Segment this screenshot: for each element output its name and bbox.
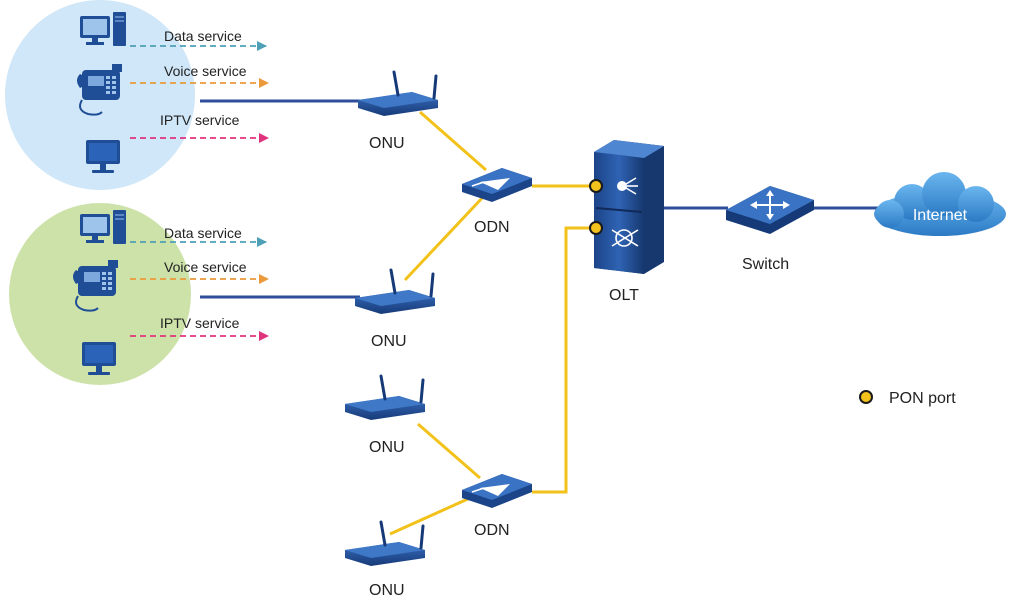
- odn-1-label: ODN: [474, 219, 510, 236]
- fiber-onu4-odn2: [389, 496, 471, 536]
- fiber-onu3-odn2: [417, 422, 481, 480]
- odn-2: ODN: [461, 473, 533, 539]
- iptv-service-label: IPTV service: [160, 112, 240, 128]
- olt-icon: [594, 140, 664, 274]
- router-icon: [353, 268, 437, 316]
- olt: OLT: [589, 140, 664, 304]
- legend: PON port: [859, 390, 956, 407]
- fiber-odn2-olt: [532, 226, 596, 494]
- fiber-links: [389, 110, 596, 536]
- voice-service-label: Voice service: [164, 259, 247, 275]
- iptv-service-label: IPTV service: [160, 315, 240, 331]
- router-icon: [356, 70, 440, 118]
- fiber-onu1-odn1: [419, 110, 487, 172]
- odn-2-label: ODN: [474, 522, 510, 539]
- splitter-icon: [461, 473, 533, 509]
- fiber-onu2-odn1: [403, 194, 486, 282]
- switch-label: Switch: [742, 256, 789, 273]
- odn-1: ODN: [461, 167, 533, 236]
- voice-service-label: Voice service: [164, 63, 247, 79]
- internet: Internet: [874, 172, 1006, 236]
- user-group-2: Data service Voice service IPTV service: [72, 210, 269, 375]
- internet-label: Internet: [913, 207, 968, 224]
- user-group-1: Data service Voice service IPTV service: [76, 12, 269, 173]
- splitter-icon: [461, 167, 533, 203]
- router-icon: [343, 520, 427, 568]
- legend-pon-port-label: PON port: [889, 390, 956, 407]
- data-service-label: Data service: [164, 225, 242, 241]
- onu-3: ONU: [343, 374, 427, 456]
- pon-port: [589, 179, 603, 193]
- pon-port: [589, 221, 603, 235]
- onu-1-label: ONU: [369, 135, 405, 152]
- onu-3-label: ONU: [369, 439, 405, 456]
- data-service-label: Data service: [164, 28, 242, 44]
- onu-2: ONU: [353, 268, 437, 350]
- router-icon: [343, 374, 427, 422]
- legend-pon-port-marker: [859, 390, 873, 404]
- switch-icon: [725, 185, 815, 235]
- cloud-icon: [874, 172, 1006, 236]
- onu-1: ONU: [356, 70, 440, 152]
- onu-4: ONU: [343, 520, 427, 599]
- onu-4-label: ONU: [369, 582, 405, 599]
- switch: Switch: [725, 185, 815, 273]
- onu-2-label: ONU: [371, 333, 407, 350]
- olt-label: OLT: [609, 287, 639, 304]
